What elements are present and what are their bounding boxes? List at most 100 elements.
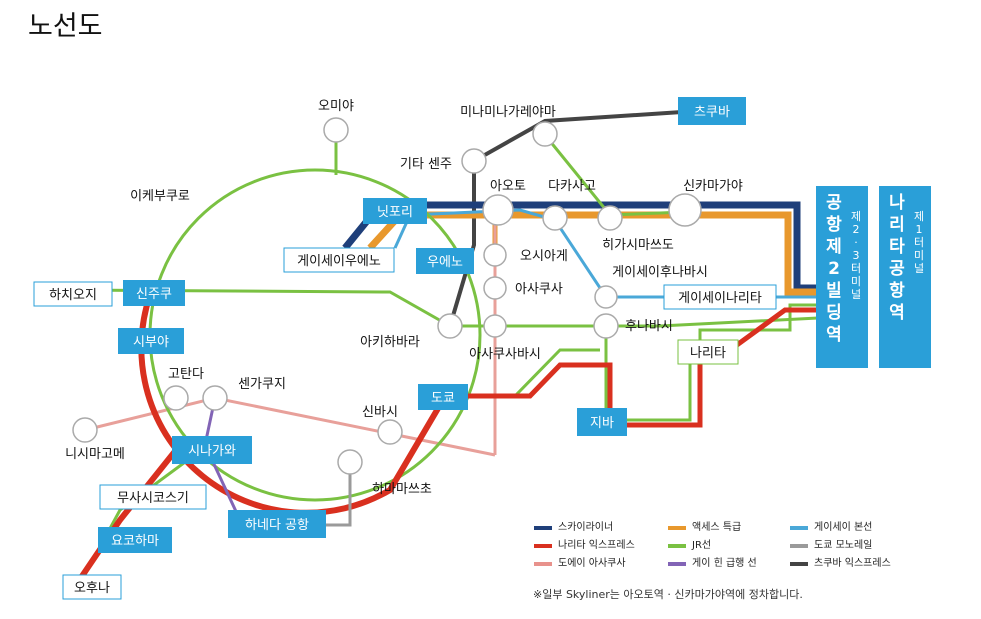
- station-chiba[interactable]: 지바: [577, 408, 627, 436]
- station-marker-aoto[interactable]: [482, 194, 514, 226]
- station-haneda[interactable]: 하네다 공항: [228, 510, 326, 538]
- line-tokyo-monorail: [325, 462, 352, 527]
- page-title: 노선도: [28, 11, 103, 42]
- station-ueno-label: 우에노: [427, 255, 463, 270]
- legend-item: 스카이라이너: [534, 521, 613, 533]
- station-shibuya-label: 시부야: [133, 335, 169, 350]
- station-marker-higashi-matsudo[interactable]: [597, 205, 623, 231]
- line-narita-express-south: [73, 443, 183, 587]
- station-narita[interactable]: 나리타: [677, 339, 739, 365]
- station-tokyo[interactable]: 도쿄: [418, 384, 468, 410]
- station-marker-hamamatsucho[interactable]: [337, 449, 363, 475]
- legend-swatch: [534, 562, 552, 566]
- legend-label: 도쿄 모노레일: [814, 539, 872, 551]
- station-nishi-magome-label: 니시마고메: [65, 447, 125, 462]
- station-marker-asakusabashi[interactable]: [483, 314, 507, 338]
- station-nippori[interactable]: 닛포리: [363, 198, 427, 224]
- station-ueno[interactable]: 우에노: [416, 248, 474, 274]
- legend-label: JR선: [691, 539, 711, 551]
- station-kita-senju-label: 기타 센주: [400, 157, 452, 172]
- legend-item: 도쿄 모노레일: [790, 539, 872, 551]
- station-oshiage-label: 오시아게: [520, 249, 568, 264]
- station-marker-minami-nagareyama[interactable]: [532, 121, 558, 147]
- station-marker-takasago[interactable]: [542, 205, 568, 231]
- station-marker-sengakuji[interactable]: [202, 385, 228, 411]
- station-marker-kita-senju[interactable]: [461, 148, 487, 174]
- line-jr-narita: [698, 303, 818, 350]
- station-nippori-label: 닛포리: [377, 205, 413, 220]
- station-labels: 오미야 미나미나가레야마 기타 센주 이케부쿠로 아오토 다카사고 신카마가야 …: [65, 99, 743, 497]
- station-asakusabashi-label: 아사쿠사바시: [469, 347, 541, 362]
- station-marker-shin-kamagaya[interactable]: [668, 193, 702, 227]
- station-keisei-narita-label: 게이세이나리타: [678, 291, 762, 306]
- station-asakusa-label: 아사쿠사: [515, 282, 563, 297]
- station-markers: [72, 117, 702, 475]
- station-gotanda-label: 고탄다: [168, 367, 204, 382]
- station-yokohama[interactable]: 요코하마: [98, 527, 172, 553]
- station-omiya-label: 오미야: [318, 99, 354, 114]
- line-narita-express-east: [440, 348, 708, 428]
- legend-swatch: [790, 526, 808, 530]
- legend-swatch: [534, 544, 552, 548]
- legend-swatch: [790, 562, 808, 566]
- station-marker-akihabara[interactable]: [437, 313, 463, 339]
- legend-swatch: [668, 562, 686, 566]
- line-jr-chiba: [604, 326, 692, 422]
- station-tsukuba-label: 츠쿠바: [694, 105, 730, 120]
- line-access-express: [367, 211, 818, 296]
- station-ikebukuro-label: 이케부쿠로: [130, 189, 190, 204]
- major-stations: 츠쿠바 닛포리 우에노 신주쿠 시부야 도쿄 지바 시나가와: [98, 97, 931, 553]
- legend-swatch: [668, 526, 686, 530]
- station-shinagawa[interactable]: 시나가와: [172, 436, 252, 464]
- station-marker-nishi-magome[interactable]: [72, 417, 98, 443]
- legend-label: 게이세이 본선: [814, 521, 872, 533]
- station-marker-shimbashi[interactable]: [377, 419, 403, 445]
- legend-item: 게이세이 본선: [790, 521, 872, 533]
- station-shimbashi-label: 신바시: [362, 405, 398, 420]
- station-keisei-funabashi-label: 게이세이후나바시: [612, 265, 708, 280]
- station-aoto-label: 아오토: [490, 179, 526, 194]
- station-ofuna[interactable]: 오후나: [62, 574, 122, 600]
- line-narita-express-loop: [138, 294, 443, 516]
- station-takasago-label: 다카사고: [548, 179, 596, 194]
- station-marker-omiya[interactable]: [323, 117, 349, 143]
- legend-label: 츠쿠바 익스프레스: [814, 557, 891, 569]
- station-shibuya[interactable]: 시부야: [118, 328, 184, 354]
- legend-label: 스카이라이너: [558, 521, 613, 533]
- legend-label: 나리타 익스프레스: [558, 539, 635, 551]
- bordered-stations: 게이세이우에노 하치오지 게이세이나리타 나리타 무사시코스기 오후나: [33, 247, 777, 600]
- station-chiba-label: 지바: [590, 416, 614, 431]
- station-marker-keisei-funabashi[interactable]: [594, 285, 618, 309]
- station-haneda-label: 하네다 공항: [245, 518, 309, 533]
- station-musashi-kosugi[interactable]: 무사시코스기: [99, 484, 207, 510]
- station-marker-funabashi[interactable]: [593, 313, 619, 339]
- station-narita-label: 나리타: [690, 346, 726, 361]
- station-minami-nagareyama-label: 미나미나가레야마: [460, 105, 556, 120]
- station-hachioji[interactable]: 하치오지: [33, 281, 113, 307]
- station-hachioji-label: 하치오지: [49, 288, 97, 303]
- footnote: ※일부 Skyliner는 아오토역 · 신카마가야역에 정차합니다.: [533, 587, 803, 601]
- station-marker-gotanda[interactable]: [163, 385, 189, 411]
- station-keisei-narita[interactable]: 게이세이나리타: [663, 284, 777, 310]
- station-higashi-matsudo-label: 히가시마쓰도: [602, 238, 674, 253]
- station-shinjuku[interactable]: 신주쿠: [123, 280, 185, 306]
- station-akihabara-label: 아키하바라: [360, 335, 420, 350]
- station-shinagawa-label: 시나가와: [188, 444, 236, 459]
- station-sengakuji-label: 센가쿠지: [238, 377, 286, 392]
- station-tsukuba[interactable]: 츠쿠바: [678, 97, 746, 125]
- station-hamamatsucho-label: 하마마쓰초: [372, 482, 432, 497]
- legend-label: 도에이 아사쿠사: [558, 557, 626, 569]
- station-ofuna-label: 오후나: [74, 581, 110, 596]
- legend-item: 게이 힌 급행 선: [668, 557, 757, 569]
- station-marker-asakusa[interactable]: [483, 276, 507, 300]
- station-marker-oshiage[interactable]: [483, 243, 507, 267]
- legend-item: 나리타 익스프레스: [534, 539, 635, 551]
- station-keisei-ueno[interactable]: 게이세이우에노: [283, 247, 395, 273]
- line-jr-chuo: [69, 288, 819, 328]
